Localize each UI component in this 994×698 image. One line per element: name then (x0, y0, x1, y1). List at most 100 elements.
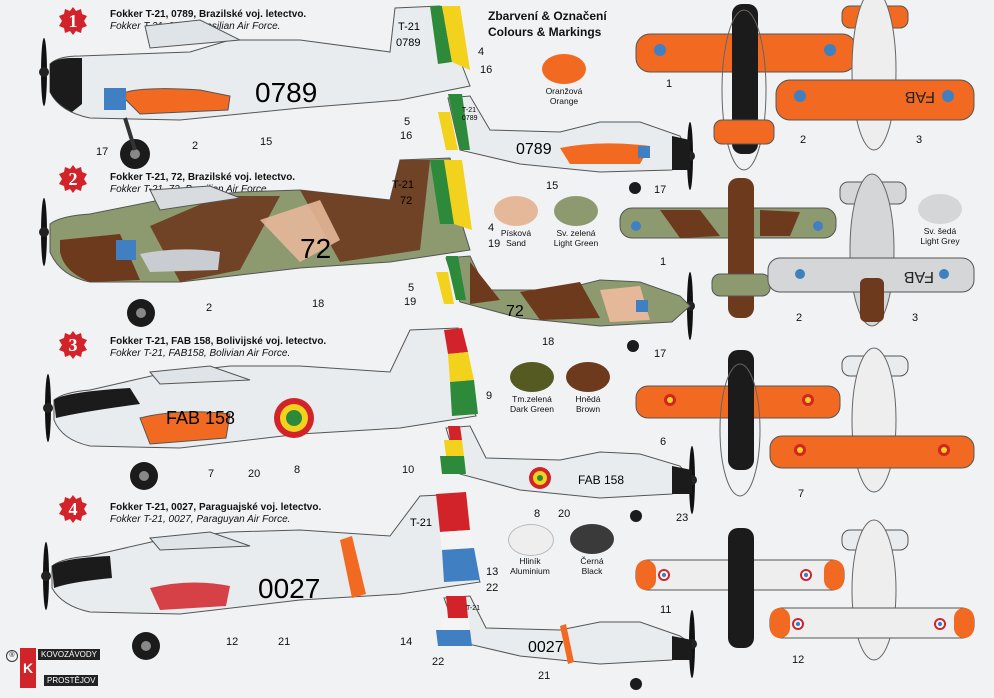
aircraft-2-serial: 72 (300, 233, 331, 264)
aircraft-4-top-view (635, 528, 845, 648)
logo-mark: K (20, 648, 36, 688)
gear-badge-icon (59, 331, 87, 359)
gear-badge-icon (59, 495, 87, 523)
aircraft-4-small-tail-code: T-21 (466, 605, 480, 612)
registered-icon: ® (6, 650, 18, 662)
aircraft-3-side-large: FAB 158 (43, 327, 478, 490)
aircraft-4-side-large: 0027 T-21 (41, 492, 481, 660)
callout-15b: 15 (546, 180, 559, 192)
aircraft-3-side-small: FAB 158 (440, 425, 697, 522)
aircraft-4-serial: 0027 (258, 573, 320, 604)
variant-badge-4: 4 (58, 494, 88, 524)
callout-13: 13 (486, 566, 499, 578)
variant-title-cz: Fokker T-21, FAB 158, Bolivijské voj. le… (110, 336, 327, 347)
aircraft-4-small-serial: 0027 (528, 639, 564, 656)
callout-10: 10 (402, 464, 415, 476)
heading-cz: Zbarvení & Označení (488, 9, 607, 23)
callout-8: 8 (294, 464, 301, 476)
variant-title-cz: Fokker T-21, 72, Brazilské voj. letectvo… (110, 172, 296, 183)
callout-2b: 2 (800, 134, 807, 146)
callout-14: 14 (400, 636, 413, 648)
swatch-black (570, 524, 614, 554)
swatch-orange (542, 54, 586, 84)
callout-16b: 16 (400, 130, 413, 142)
variant-title-cz: Fokker T-21, 0789, Brazilské voj. letect… (110, 9, 307, 20)
aircraft-1-wing-marking: FAB (905, 88, 935, 105)
aircraft-2-side-large: 72 T-21 72 (39, 157, 472, 327)
callout-22: 22 (486, 582, 499, 594)
variant-badge-1: 1 (58, 6, 88, 36)
swatch-dark-green (510, 362, 554, 392)
aircraft-1-small-tail-code: T-21 (462, 107, 476, 114)
callout-5b: 5 (408, 282, 415, 294)
callout-17b: 17 (654, 184, 667, 196)
aircraft-2-small-serial: 72 (506, 303, 524, 320)
callout-2: 2 (192, 140, 199, 152)
aircraft-1-top-view (635, 4, 857, 171)
aircraft-2-tail-code: T-21 (392, 179, 414, 191)
callout-17c: 17 (654, 348, 667, 360)
variant-title-en: Fokker T-21, FAB158, Bolivian Air Force. (110, 348, 291, 359)
callout-1b: 1 (660, 256, 667, 268)
callout-21b: 21 (538, 670, 551, 682)
variant-badge-3: 3 (58, 330, 88, 360)
colours-markings-heading: Zbarvení & Označení Colours & Markings (488, 8, 607, 40)
callout-23: 23 (676, 512, 689, 524)
callout-9: 9 (486, 390, 493, 402)
aircraft-1-serial: 0789 (255, 77, 317, 108)
callout-11: 11 (660, 604, 672, 616)
variant-number: 3 (68, 335, 78, 355)
callout-2d: 2 (796, 312, 803, 324)
callout-7b: 7 (798, 488, 805, 500)
swatch-sand (494, 196, 538, 226)
aircraft-2-tail-serial: 72 (400, 195, 412, 207)
aircraft-3-serial: FAB 158 (166, 408, 235, 428)
callout-20: 20 (248, 468, 261, 480)
aircraft-1-bottom-view: FAB (775, 0, 975, 151)
callout-19b: 19 (404, 296, 417, 308)
aircraft-2-top-view (619, 178, 837, 318)
aircraft-2-bottom-view: FAB (767, 173, 975, 327)
aircraft-1-small-tail-serial: 0789 (462, 115, 478, 122)
gear-badge-icon (59, 7, 87, 35)
callout-6: 6 (660, 436, 667, 448)
aircraft-4-side-small: 0027 T-21 (436, 595, 697, 690)
callout-19: 19 (488, 238, 501, 250)
aircraft-4-bottom-view (769, 519, 975, 661)
logo-line1: KOVOZÁVODY (38, 649, 101, 660)
gear-badge-icon (59, 165, 87, 193)
variant-badge-2: 2 (58, 164, 88, 194)
callout-12b: 12 (792, 654, 805, 666)
callout-4: 4 (478, 46, 485, 58)
aircraft-3-bottom-view (769, 347, 975, 493)
callout-4b: 4 (488, 222, 495, 234)
aircraft-1-tail-code: T-21 (398, 21, 420, 33)
aircraft-1-tail-serial: 0789 (396, 37, 420, 49)
swatch-light-grey (918, 194, 962, 224)
callout-16: 16 (480, 64, 493, 76)
callout-22b: 22 (432, 656, 445, 668)
variant-number: 1 (68, 11, 78, 31)
variant-title-3: Fokker T-21, FAB 158, Bolivijské voj. le… (110, 336, 326, 360)
callout-17: 17 (96, 146, 109, 158)
swatch-brown (566, 362, 610, 392)
callout-5: 5 (404, 116, 411, 128)
callout-7: 7 (208, 468, 215, 480)
aircraft-1-side-small: 0789 T-21 0789 (438, 94, 695, 194)
callout-12: 12 (226, 636, 239, 648)
kovozavody-logo: ® K KOVOZÁVODY PROSTĚJOV (6, 648, 118, 690)
heading-en: Colours & Markings (488, 25, 602, 39)
aircraft-1-small-serial: 0789 (516, 141, 552, 158)
callout-3b: 3 (912, 312, 919, 324)
variant-title-en: Fokker T-21, 0027, Paraguyan Air Force. (110, 514, 291, 525)
callout-1: 1 (666, 78, 673, 90)
callout-8b: 8 (534, 508, 541, 520)
aircraft-1-side-large: 0789 T-21 0789 (39, 5, 471, 169)
